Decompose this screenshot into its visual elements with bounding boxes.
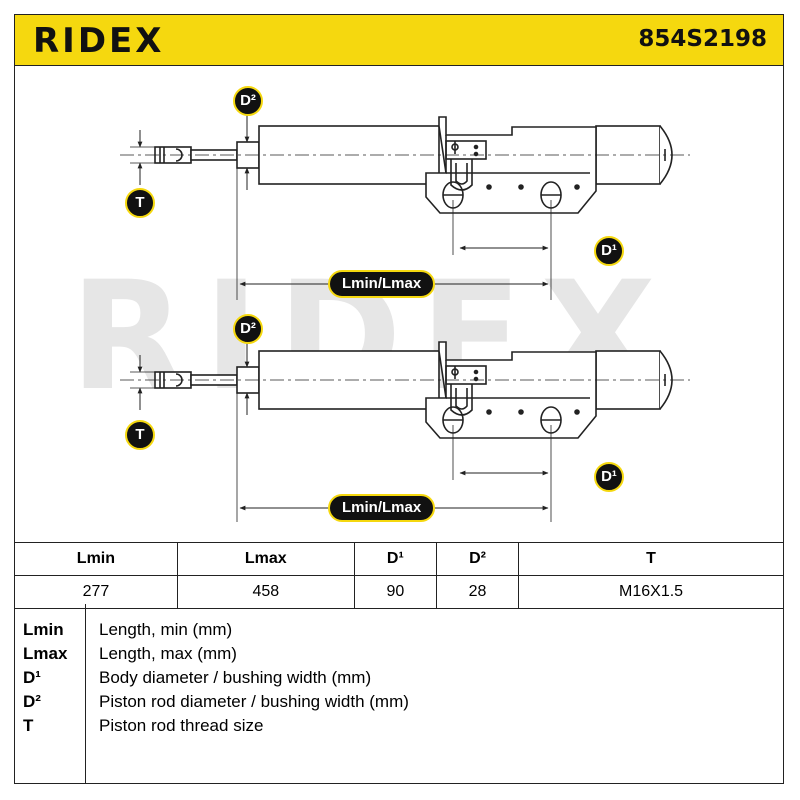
legend-item: T Piston rod thread size: [15, 716, 785, 740]
technical-drawing: [14, 66, 784, 542]
d1-badge-bottom: D¹: [594, 462, 624, 492]
header-t: T: [518, 542, 784, 576]
spec-value-row: 277 458 90 28 M16X1.5: [14, 575, 784, 609]
header-d2: D²: [435, 542, 520, 576]
length-badge-bottom: Lmin/Lmax: [328, 494, 436, 522]
header-lmax: Lmax: [176, 542, 355, 576]
legend-box: Lmin Length, min (mm) Lmax Length, max (…: [14, 604, 784, 784]
spec-header-row: Lmin Lmax D¹ D² T: [14, 542, 784, 576]
legend-symbol: Lmax: [23, 644, 68, 663]
t-badge-top: T: [125, 188, 155, 218]
value-lmax: 458: [176, 575, 355, 609]
legend-item: Lmax Length, max (mm): [15, 644, 785, 668]
legend-description: Body diameter / bushing width (mm): [99, 668, 372, 687]
legend-symbol: T: [23, 716, 34, 735]
legend-description: Length, max (mm): [99, 644, 237, 663]
brand-logo: RIDEX: [33, 21, 165, 61]
legend-symbol: D¹: [23, 668, 41, 687]
t-badge-bottom: T: [125, 420, 155, 450]
legend-description: Length, min (mm): [99, 620, 233, 639]
value-lmin: 277: [14, 575, 178, 609]
legend-description: Piston rod thread size: [99, 716, 264, 735]
header-bar: RIDEX 854S2198: [14, 14, 784, 66]
d1-badge-top: D¹: [594, 236, 624, 266]
value-t: M16X1.5: [518, 575, 784, 609]
legend-divider: [85, 604, 86, 783]
legend-description: Piston rod diameter / bushing width (mm): [99, 692, 409, 711]
part-number: 854S2198: [638, 26, 767, 52]
legend-item: Lmin Length, min (mm): [15, 620, 785, 644]
length-badge-top: Lmin/Lmax: [328, 270, 436, 298]
value-d2: 28: [435, 575, 520, 609]
legend-item: D¹ Body diameter / bushing width (mm): [15, 668, 785, 692]
header-lmin: Lmin: [14, 542, 178, 576]
legend-symbol: D²: [23, 692, 41, 711]
legend-item: D² Piston rod diameter / bushing width (…: [15, 692, 785, 716]
spec-table: Lmin Lmax D¹ D² T 277 458 90 28 M16X1.5: [14, 542, 784, 609]
d2-badge-bottom: D²: [233, 314, 263, 344]
d2-badge-top: D²: [233, 86, 263, 116]
header-d1: D¹: [353, 542, 437, 576]
legend-symbol: Lmin: [23, 620, 64, 639]
